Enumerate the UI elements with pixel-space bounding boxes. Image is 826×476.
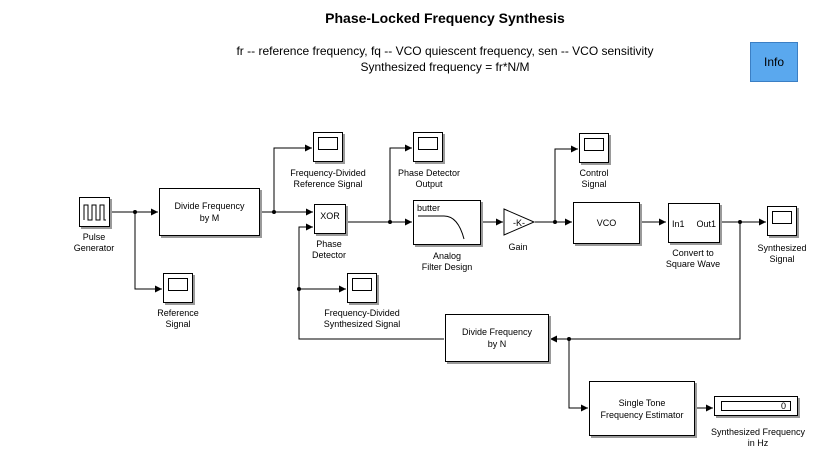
scope-freq-div-synth[interactable] — [347, 273, 377, 303]
scope-screen-icon — [168, 278, 188, 291]
scope-control[interactable] — [579, 133, 609, 163]
xor-block[interactable]: XOR — [314, 204, 346, 234]
scope-synthesized[interactable] — [767, 206, 797, 236]
filter-type-text: butter — [417, 203, 441, 213]
gain-block[interactable]: -K- — [503, 207, 537, 239]
pulse-wave-icon — [83, 204, 106, 221]
scope-freq-div-synth-label: Frequency-Divided Synthesized Signal — [323, 308, 401, 329]
convert-out-port: Out1 — [696, 219, 716, 229]
scope-freq-div-ref-label: Frequency-Divided Reference Signal — [290, 168, 366, 189]
scope-control-label: Control Signal — [579, 168, 609, 189]
convert-in-port: In1 — [672, 219, 685, 229]
lowpass-curve-icon — [418, 215, 465, 240]
scope-screen-icon — [584, 138, 604, 151]
frequency-estimator-block[interactable]: Single Tone Frequency Estimator — [589, 381, 695, 436]
pulse-generator-block[interactable] — [79, 197, 110, 227]
frequency-display-block[interactable]: 0 — [714, 396, 798, 416]
divide-frequency-n-block[interactable]: Divide Frequency by N — [445, 314, 549, 362]
pulse-generator-label: Pulse Generator — [73, 232, 115, 253]
analog-filter-block[interactable]: butter — [413, 200, 481, 245]
page-title: Phase-Locked Frequency Synthesis — [325, 10, 565, 26]
scope-screen-icon — [352, 278, 372, 291]
scope-phase-det-out-label: Phase Detector Output — [397, 168, 461, 189]
convert-square-wave-block[interactable]: In1 Out1 — [668, 203, 720, 243]
filter-label: Analog Filter Design — [421, 251, 473, 272]
scope-screen-icon — [418, 137, 438, 150]
scope-reference[interactable] — [163, 273, 193, 303]
convert-label: Convert to Square Wave — [665, 248, 721, 269]
display-value: 0 — [721, 401, 791, 411]
scope-reference-label: Reference Signal — [157, 308, 199, 329]
scope-screen-icon — [318, 137, 338, 150]
subtitle-line-1: fr -- reference frequency, fq -- VCO qui… — [236, 44, 654, 58]
phase-detector-label: Phase Detector — [311, 239, 347, 260]
gain-label: Gain — [508, 242, 528, 252]
scope-freq-div-ref[interactable] — [313, 132, 343, 162]
subtitle-line-2: Synthesized frequency = fr*N/M — [360, 60, 530, 74]
vco-block[interactable]: VCO — [573, 202, 640, 244]
info-button[interactable]: Info — [750, 42, 798, 82]
display-label: Synthesized Frequency in Hz — [710, 427, 806, 448]
scope-phase-det-out[interactable] — [413, 132, 443, 162]
divide-frequency-m-block[interactable]: Divide Frequency by M — [159, 188, 260, 236]
scope-screen-icon — [772, 211, 792, 224]
scope-synthesized-label: Synthesized Signal — [757, 243, 807, 264]
gain-value: -K- — [513, 218, 525, 228]
